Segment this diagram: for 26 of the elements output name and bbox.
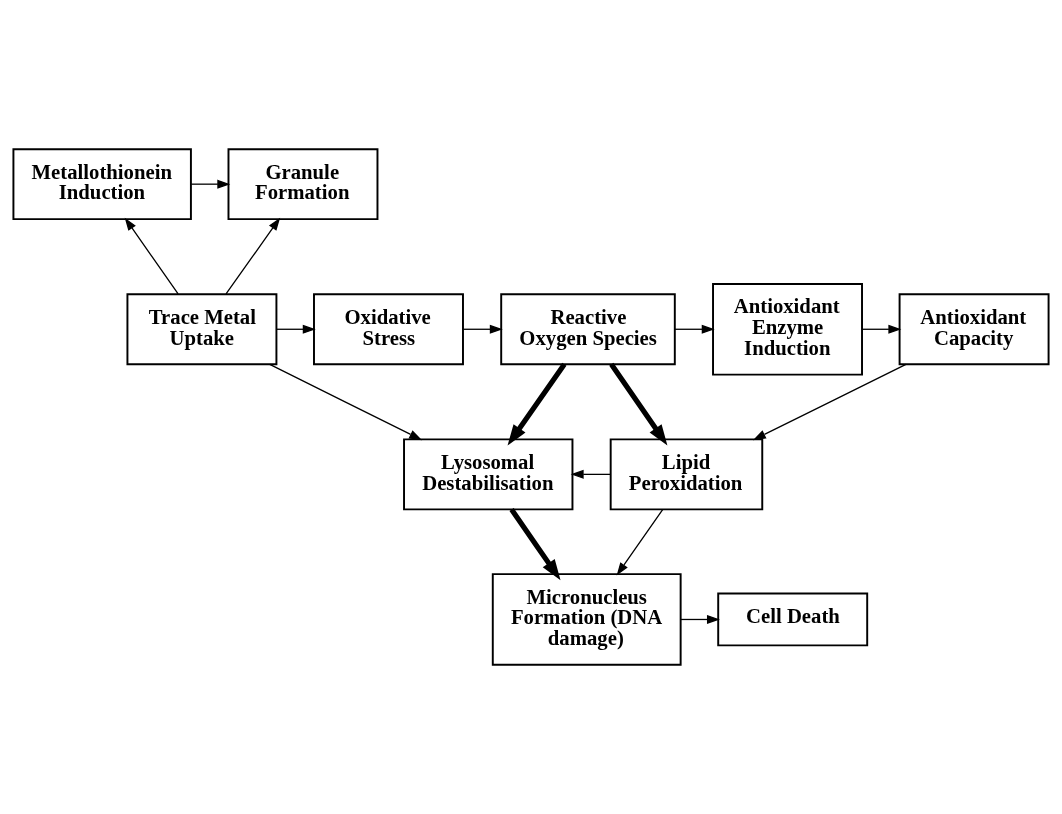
- arrow: [276, 324, 316, 334]
- arrow: [507, 362, 567, 446]
- node-box: Granule Formation: [227, 148, 379, 221]
- node-box: Antioxidant Enzyme Induction: [712, 282, 863, 376]
- arrow: [462, 324, 503, 334]
- arrow: [616, 508, 664, 576]
- arrow: [269, 363, 423, 441]
- arrow: [674, 324, 715, 334]
- node-box: Antioxidant Capacity: [898, 293, 1050, 366]
- arrow: [752, 363, 907, 441]
- node-box: Trace Metal Uptake: [126, 293, 278, 366]
- node-box: Micronucleus Formation (DNA damage): [491, 573, 682, 666]
- node-box: Lysosomal Destabilisation: [403, 438, 574, 511]
- node-box: Oxidative Stress: [313, 293, 464, 366]
- arrow: [861, 324, 902, 334]
- arrow: [570, 469, 612, 479]
- arrow: [680, 614, 720, 624]
- arrow: [124, 217, 179, 295]
- arrow: [609, 362, 668, 446]
- arrow: [225, 217, 281, 295]
- arrow: [190, 179, 231, 189]
- node-box: Reactive Oxygen Species: [500, 293, 676, 366]
- node-box: Cell Death: [717, 592, 869, 647]
- node-box: Lipid Peroxidation: [609, 438, 764, 511]
- node-box: Metallothionein Induction: [12, 148, 192, 221]
- arrow: [509, 507, 561, 581]
